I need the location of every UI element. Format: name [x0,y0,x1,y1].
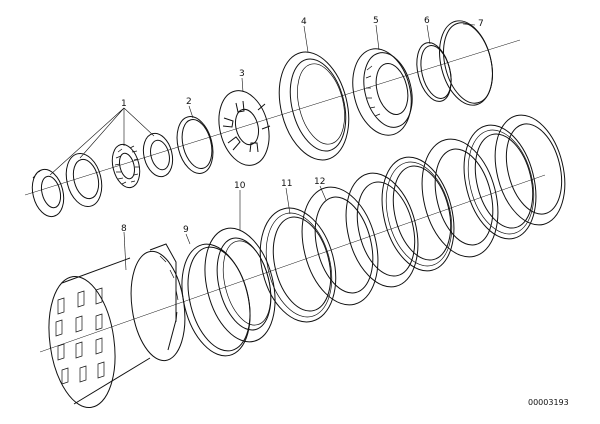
part-1-seal-ring [31,168,65,218]
part-9-snap-ring [181,243,251,357]
callout-6: 6 [424,16,430,26]
callout-8: 8 [121,224,127,234]
document-number: 00003193 [528,398,569,407]
callout-4: 4 [301,17,307,27]
part-1-needle-bearing [111,143,141,189]
part-1-thrust-washer-a [65,152,103,208]
callout-11: 11 [281,179,292,189]
part-11-friction-plate [259,207,337,323]
callout-12: 12 [314,177,325,187]
callout-5: 5 [373,16,379,26]
part-10-outer-plate [204,227,276,343]
part-5-piston [352,48,413,136]
part-2-snap-ring [176,116,214,174]
part-7-o-ring [439,20,493,106]
lower-axis-line [39,174,546,353]
part-8-clutch-drum [48,243,186,409]
callout-leaders [49,23,476,271]
callout-1: 1 [121,99,127,109]
callout-2: 2 [186,97,192,107]
part-6-o-ring [416,42,452,102]
part-12-plate [301,186,379,306]
part-4-pressure-plate [278,51,350,161]
callout-3: 3 [239,69,245,79]
callout-7: 7 [478,19,484,29]
callout-10: 10 [234,181,246,191]
clutch-plate-stack [345,114,566,288]
upper-axis-line [24,39,521,196]
part-1-thrust-washer-b [142,132,174,178]
part-3-spring-plate [218,90,271,166]
callout-9: 9 [183,225,189,235]
